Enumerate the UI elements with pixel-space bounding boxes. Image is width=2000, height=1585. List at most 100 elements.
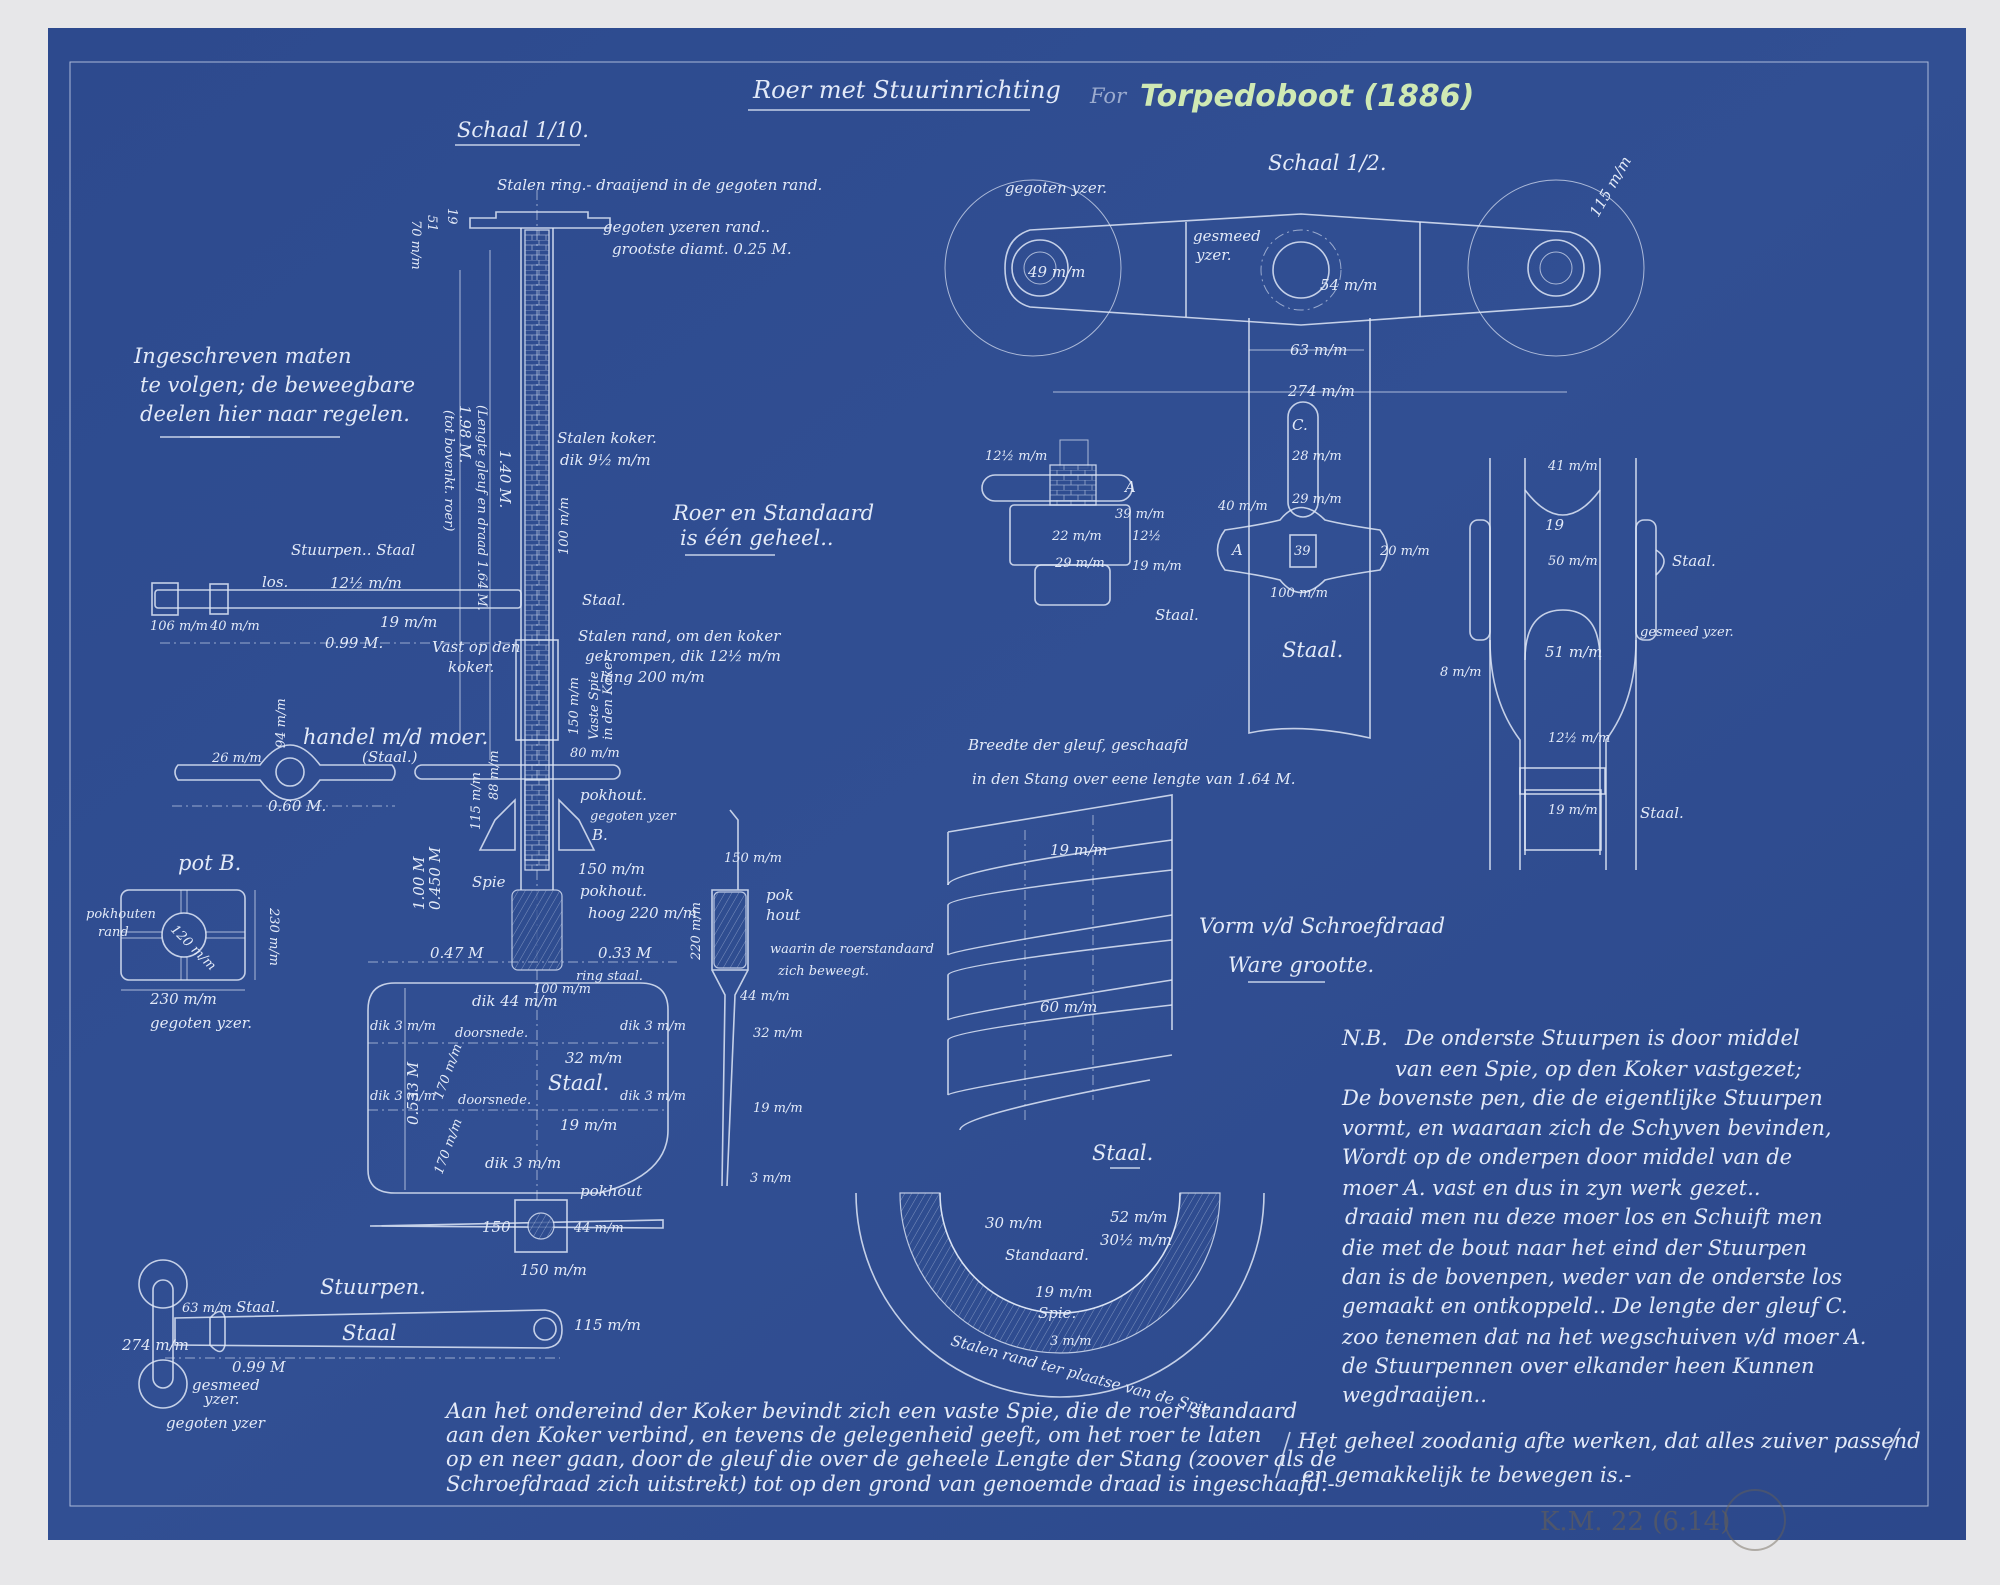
dim-label: dik 3 m/m [370,1089,436,1104]
dim-label: 39 [1294,544,1311,559]
dim-label: 150 m/m [520,1261,587,1279]
nb-line: De onderste Stuurpen is door middel [1404,1026,1800,1050]
dim-label: 70 m/m [408,220,423,270]
final-note-line: en gemakkelijk te bewegen is.- [1302,1463,1631,1487]
note-vorm: Ware grootte. [1228,953,1374,977]
label-doorsnede: doorsnede. [458,1093,531,1108]
label-pokhout: pokhout [580,1182,643,1200]
dim-label: 3 m/m [1050,1334,1091,1349]
dim-label: 12½ m/m [985,449,1047,464]
vessel-title: Torpedoboot (1886) [1140,79,1474,114]
label-gegoten-yzer: gegoten yzer [166,1414,266,1432]
nb-line: dan is de bovenpen, weder van de onderst… [1342,1265,1842,1289]
dim-label: 50 m/m [1548,554,1598,569]
dim-label: 19 [1545,516,1565,534]
dim-label: 0.99 M [232,1358,286,1376]
dim-label: 0.450 M [426,846,444,910]
paragraph-line: Schroefdraad zich uitstrekt) tot op den … [446,1472,1335,1496]
label-pokhout: pokhout. [580,786,647,804]
dim-label: 52 m/m [1110,1208,1167,1226]
dim-label: 19 m/m [753,1101,803,1116]
screw-thread-drawing: Breedte der gleuf, geschaafd in den Stan… [947,736,1445,1169]
label-stuurpen-staal: Stuurpen.. Staal [291,541,415,559]
dim-label: 0.60 M. [268,797,326,815]
dim-label: 8 m/m [1440,665,1481,680]
label-handel-staal: (Staal.) [362,748,418,766]
dim-label: 0.533 M [404,1061,422,1125]
label-staal: Staal. [1640,804,1684,822]
dim-label: 115 m/m [574,1316,641,1334]
dim-label: 39 m/m [1115,507,1165,522]
label-vast-op: Vast op den [432,638,520,656]
final-note-line: Het geheel zoodanig afte werken, dat all… [1297,1429,1921,1453]
nb-line: gemaakt en ontkoppeld.. De lengte der gl… [1342,1294,1848,1318]
dim-label: 26 m/m [211,751,262,766]
nb-line: die met de bout naar het eind der Stuurp… [1342,1236,1807,1260]
dim-label: 29 m/m [1054,556,1105,571]
note-line: Ingeschreven maten [133,344,352,368]
label-pokhout-hoog: hoog 220 m/m [588,904,697,922]
label-stalen-rand: gekrompen, dik 12½ m/m [585,647,781,665]
label-staal: Staal. [1155,606,1199,624]
nb-line: vormt, en waaraan zich de Schyven bevind… [1342,1116,1832,1140]
dim-label: 51 [424,215,439,232]
dim-label: 12½ [1132,529,1161,544]
dim-label: 32 m/m [753,1026,803,1041]
nb-line: draaid men nu deze moer los en Schuift m… [1345,1205,1822,1229]
label-pot-b: pot B. [178,851,241,875]
dim-label: 1.98 M. [456,405,474,463]
label-staal: Staal [342,1321,397,1345]
label-handel: handel m/d moer. [303,725,488,749]
dim-label: 106 m/m [150,619,208,634]
note-line: deelen hier naar regelen. [140,402,410,426]
label-stalen-rand: lang 200 m/m [600,668,705,686]
label-staal: Staal. [548,1071,609,1095]
nb-line: De bovenste pen, die de eigentlijke Stuu… [1341,1086,1823,1110]
dim-label: 19 m/m [1132,559,1182,574]
label-gesmeed: gesmeed yzer. [1640,625,1734,640]
label-vaste-spie: in den Koker [601,655,616,740]
label-gesmeed: yzer. [1195,246,1232,264]
scale-right: Schaal 1/2. [1268,151,1387,175]
label-pokhouten-rand: rand [98,925,129,940]
dim-label: 30½ m/m [1100,1231,1172,1249]
label-doorsnede: doorsnede. [455,1026,528,1041]
label-gegoten-yzer: gegoten yzer. [1005,179,1107,197]
nb-line: zoo tenemen dat na het wegschuiven v/d m… [1341,1325,1867,1349]
paragraph-line: op en neer gaan, door de gleuf die over … [446,1447,1336,1471]
dim-label: 19 m/m [1035,1283,1092,1301]
label-stalen-koker: Stalen koker. [557,429,657,447]
dim-label: (tot bovenkt. roer) [441,410,456,531]
label-gesmeed: gesmeed [1193,227,1261,245]
note-line: te volgen; de beweegbare [140,373,415,397]
nb-line: Wordt op de onderpen door middel van de [1342,1145,1792,1169]
note-roer-standaard: is één geheel.. [680,526,834,550]
label-gesmeed: yzer. [203,1390,240,1408]
label-a: A [1230,541,1243,559]
label-vaste-spie: Vaste Spie [587,671,602,740]
title-prefix: For [1089,84,1128,108]
bottom-paragraph: Aan het ondereind der Koker bevindt zich… [444,1399,1336,1496]
dim-label: 0.99 M. [325,634,383,652]
label-staal: Staal. [236,1298,280,1316]
dim-label: 22 m/m [1051,529,1102,544]
label-a: A [1123,478,1136,496]
dim-label: 19 [444,208,459,225]
paragraph-line: aan den Koker verbind, en tevens de gele… [446,1423,1261,1447]
dim-label: 19 m/m [560,1116,617,1134]
dim-label: (Lengte gleuf en draad 1.64 M. [474,405,489,611]
final-note: Het geheel zoodanig afte werken, dat all… [1275,1427,1921,1487]
label-gegoten-rand: gegoten yzeren rand.. [603,218,770,236]
label-grootste-diam: grootste diamt. 0.25 M. [612,240,792,258]
label-pokhouten-rand: pokhouten [86,907,156,922]
label-pokhout: hout [766,906,801,924]
blueprint-paper [48,28,1966,1540]
label-gegoten-yzer: gegoten yzer. [150,1014,252,1032]
scale-left: Schaal 1/10. [457,118,589,142]
label-koker: koker. [448,658,494,676]
dim-label: dik 3 m/m [370,1019,436,1034]
label-stalen-rand: Stalen rand, om den koker [578,627,781,645]
dim-label: 40 m/m [1217,499,1268,514]
label-pokhout-hoog: pokhout. [580,882,647,900]
